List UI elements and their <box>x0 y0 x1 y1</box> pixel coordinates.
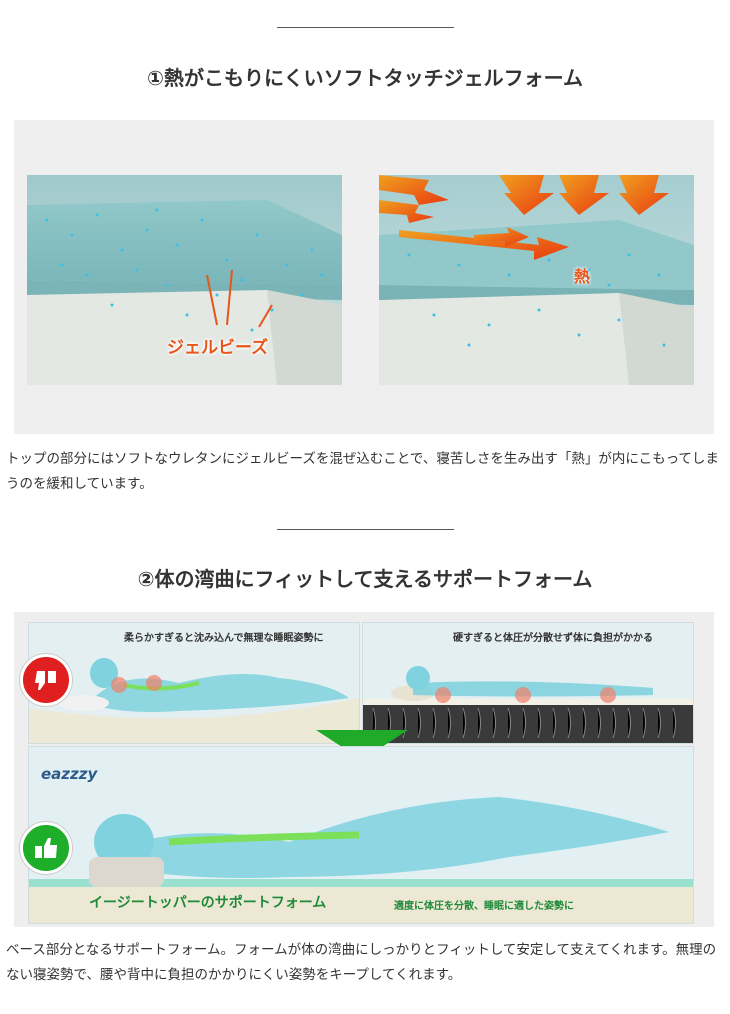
section-title: ②体の湾曲にフィットして支えるサポートフォーム <box>137 567 593 591</box>
thumbs-up-icon <box>20 822 72 874</box>
support-foam-label: イージートッパーのサポートフォーム <box>89 895 327 911</box>
support-foam-description: ベース部分となるサポートフォーム。フォームが体の湾曲にしっかりとフィットして安定… <box>6 942 717 983</box>
too-soft-image: 柔らかすぎると沈み込んで無理な睡眠姿勢に <box>28 622 360 744</box>
heat-label: 熱 <box>574 267 591 286</box>
section-title: ①熱がこもりにくいソフトタッチジェルフォーム <box>147 66 583 90</box>
section-divider: ―――――――――――――――― <box>277 20 454 34</box>
gel-beads-image: ジェルビーズ <box>27 175 342 385</box>
brand-logo: eazzzy <box>41 765 98 783</box>
support-foam-illustration: 柔らかすぎると沈み込んで無理な睡眠姿勢に 硬すぎると体圧が分散せず体に負担がかか… <box>14 612 714 927</box>
gel-foam-description: トップの部分にはソフトなウレタンにジェルビーズを混ぜ込むことで、寝苦しさを生み出… <box>6 451 719 492</box>
support-foam-image: eazzzy イージートッパーのサポートフォーム 適度に体圧を分散、睡眠に適した… <box>28 746 694 924</box>
too-soft-caption: 柔らかすぎると沈み込んで無理な睡眠姿勢に <box>124 633 324 644</box>
gel-foam-illustration: ジェルビーズ <box>14 120 714 434</box>
gel-beads-label: ジェルビーズ <box>167 338 269 358</box>
too-hard-image: 硬すぎると体圧が分散せず体に負担がかかる <box>362 622 694 744</box>
heat-image: 熱 <box>379 175 694 385</box>
section-divider: ―――――――――――――――― <box>277 522 454 536</box>
thumbs-down-icon <box>20 654 72 706</box>
too-hard-caption: 硬すぎると体圧が分散せず体に負担がかかる <box>453 633 653 644</box>
support-foam-sublabel: 適度に体圧を分散、睡眠に適した姿勢に <box>394 901 574 912</box>
